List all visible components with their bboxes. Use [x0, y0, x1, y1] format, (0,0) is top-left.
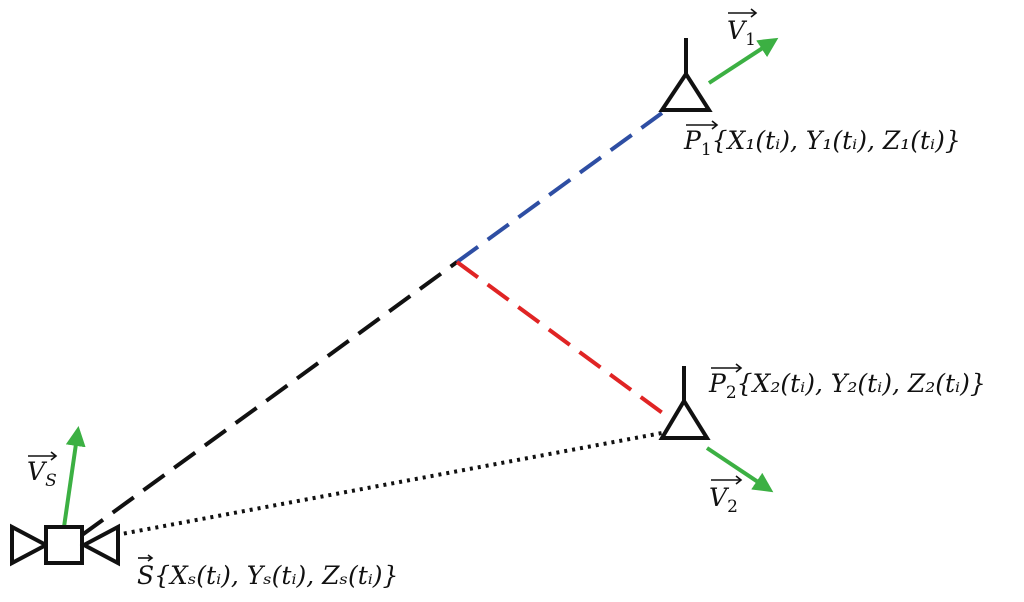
- receiver-p1-symbol: [658, 38, 713, 112]
- svg-text:S{Xₛ(tᵢ), Yₛ(tᵢ), Zₛ(tᵢ)}: S{Xₛ(tᵢ), Yₛ(tᵢ), Zₛ(tᵢ)}: [137, 561, 398, 590]
- line-of-sight-blue-dashed: [455, 111, 664, 264]
- label-s: S{Xₛ(tᵢ), Yₛ(tᵢ), Zₛ(tᵢ)}: [137, 554, 398, 590]
- label-vs: VS: [27, 451, 58, 491]
- perpendicular-red-dashed: [455, 260, 674, 422]
- label-v1: V1: [727, 8, 758, 50]
- source-s-symbol: [10, 523, 120, 567]
- label-v2: V2: [709, 475, 743, 517]
- label-p2: P2{X₂(tᵢ), Y₂(tᵢ), Z₂(tᵢ)}: [708, 363, 986, 403]
- velocity-arrow-v1: [707, 37, 779, 85]
- line-of-sight-black-dashed: [80, 260, 459, 537]
- svg-text:VS: VS: [27, 457, 57, 491]
- svg-text:P1{X₁(tᵢ), Y₁(tᵢ), Z₁(tᵢ)}: P1{X₁(tᵢ), Y₁(tᵢ), Z₁(tᵢ)}: [683, 126, 961, 160]
- velocity-arrow-vs: [62, 426, 86, 528]
- svg-text:V1: V1: [727, 16, 756, 50]
- receiver-p2-symbol: [658, 366, 711, 440]
- velocity-arrow-v2: [705, 446, 774, 493]
- svg-text:P2{X₂(tᵢ), Y₂(tᵢ), Z₂(tᵢ)}: P2{X₂(tᵢ), Y₂(tᵢ), Z₂(tᵢ)}: [708, 369, 986, 403]
- svg-text:V2: V2: [709, 483, 738, 517]
- label-p1: P1{X₁(tᵢ), Y₁(tᵢ), Z₁(tᵢ)}: [683, 120, 961, 160]
- line-to-p2-dotted: [115, 431, 663, 537]
